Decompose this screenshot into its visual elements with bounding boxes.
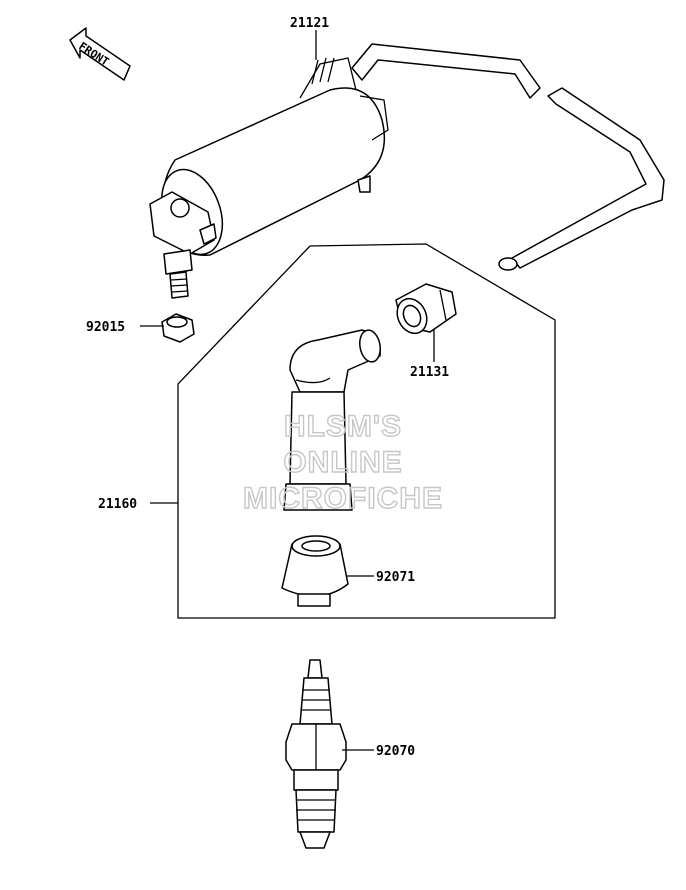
lead-cap-joint-illustration — [395, 283, 457, 335]
front-arrow-icon: FRONT — [69, 27, 131, 81]
plug-cap-seal-illustration — [281, 535, 349, 607]
callout-92071[interactable]: 92071 — [376, 570, 415, 585]
plug-cap-assembly-bracket — [177, 243, 556, 619]
plug-cap-illustration — [283, 329, 381, 511]
coil-nut-illustration — [161, 313, 195, 343]
callout-21121[interactable]: 21121 — [290, 16, 329, 31]
spark-plug-illustration — [285, 659, 347, 849]
watermark-line-1: HLSM'S — [284, 410, 402, 443]
ignition-coil-illustration — [149, 43, 665, 299]
callout-21160[interactable]: 21160 — [98, 497, 137, 512]
leader-lines — [140, 30, 435, 751]
watermark: HLSM'S ONLINE MICROFICHE — [242, 409, 443, 515]
callout-92070[interactable]: 92070 — [376, 744, 415, 759]
callout-92015[interactable]: 92015 — [86, 320, 125, 335]
watermark-line-2: ONLINE — [283, 446, 402, 479]
callout-21131[interactable]: 21131 — [410, 365, 449, 380]
watermark-line-3: MICROFICHE — [243, 482, 443, 515]
